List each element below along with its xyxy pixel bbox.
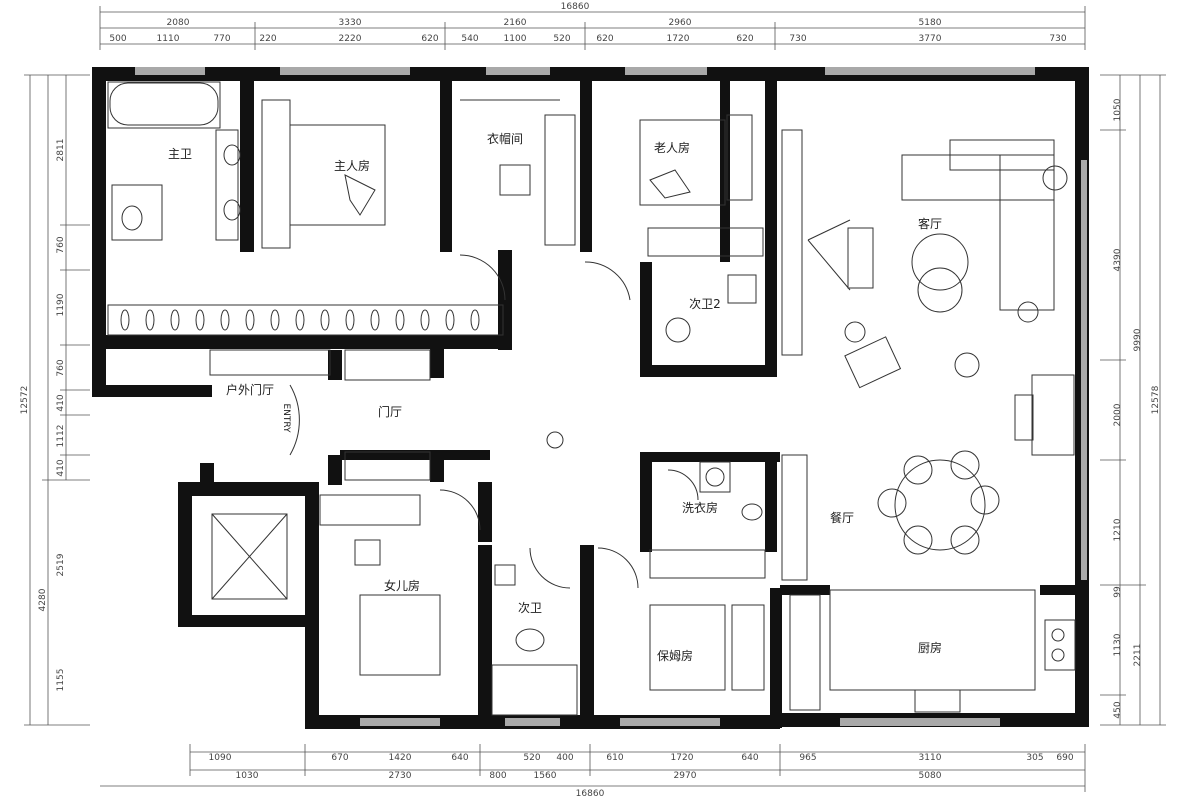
dim-top-r2-2: 1110: [157, 34, 180, 44]
right-dimensions: 1050 4390 2000 1210 99 1130 450 9990 221…: [1100, 74, 1166, 726]
dim-top-r2-9: 520: [553, 34, 570, 44]
dim-top-r2-10: 620: [596, 34, 613, 44]
label-master-bedroom: 主人房: [334, 158, 370, 173]
dim-right-total: 12578: [1151, 385, 1161, 414]
dim-bot-r1-2: 670: [331, 753, 348, 763]
wardrobe-hangers: [120, 309, 480, 331]
dim-top-r2-7: 540: [461, 34, 478, 44]
label-entry: ENTRY: [281, 403, 291, 433]
dim-top-r2-11: 1720: [667, 34, 690, 44]
label-elder-room: 老人房: [654, 140, 690, 155]
dim-top-r2-6: 620: [421, 34, 438, 44]
dim-top-r2-8: 1100: [504, 34, 527, 44]
dim-top-4: 2960: [669, 18, 692, 28]
walls: [92, 67, 1089, 729]
dim-right-inner-2: 4390: [1113, 248, 1123, 271]
dim-bot-r2-1: 1030: [236, 771, 259, 781]
dim-top-r2-14: 3770: [919, 34, 942, 44]
dim-bot-r1-13: 690: [1056, 753, 1073, 763]
dim-top-r2-15: 730: [1049, 34, 1066, 44]
top-dimensions: 16860 2080 3330 2160 2960 5180 500 1110 …: [99, 2, 1086, 50]
label-second-bath-2: 次卫2: [689, 297, 721, 311]
dim-top-r2-13: 730: [789, 34, 806, 44]
dim-bot-r1-9: 640: [741, 753, 758, 763]
label-foyer: 门厅: [378, 404, 402, 419]
dim-right-outer-2: 2211: [1133, 644, 1143, 667]
dim-bot-r1-11: 3110: [919, 753, 942, 763]
dim-bot-r1-3: 1420: [389, 753, 412, 763]
fixtures: [107, 81, 1076, 716]
dim-right-outer-1: 9990: [1133, 328, 1143, 351]
dim-bot-r1-8: 1720: [671, 753, 694, 763]
dim-left-inner-7: 410: [56, 459, 66, 476]
dim-bot-r2-5: 2970: [674, 771, 697, 781]
dim-top-3: 2160: [504, 18, 527, 28]
dim-left-inner-8: 2519: [56, 553, 66, 576]
dim-bot-r2-6: 5080: [919, 771, 942, 781]
dim-bot-r1-12: 305: [1026, 753, 1043, 763]
dim-left-inner-9: 1155: [56, 669, 66, 692]
dim-top-5: 5180: [919, 18, 942, 28]
dim-left-inner-1: 2811: [56, 139, 66, 162]
dim-right-inner-3: 2000: [1113, 403, 1123, 426]
dim-top-total: 16860: [561, 2, 590, 12]
bottom-dimensions: 1090 670 1420 640 520 400 610 1720 640 9…: [100, 744, 1086, 799]
left-dimensions: 12572 4280 2811 760 1190 760 410 1112 41…: [20, 74, 90, 726]
dim-bot-r2-4: 1560: [534, 771, 557, 781]
label-dining: 餐厅: [830, 510, 854, 525]
dim-right-inner-1: 1050: [1113, 98, 1123, 121]
dim-left-inner-2: 760: [56, 236, 66, 253]
dim-bot-r1-6: 400: [556, 753, 573, 763]
windows: [135, 67, 1087, 726]
dim-bot-r2-3: 800: [489, 771, 506, 781]
dim-top-r2-5: 2220: [339, 34, 362, 44]
dim-left-total: 12572: [20, 386, 30, 415]
dim-bot-r1-1: 1090: [209, 753, 232, 763]
dim-bot-total: 16860: [576, 789, 605, 799]
label-master-bath: 主卫: [168, 147, 192, 161]
dim-top-r2-3: 770: [213, 34, 230, 44]
dim-bot-r1-7: 610: [606, 753, 623, 763]
label-daughter-room: 女儿房: [384, 578, 420, 593]
room-labels: 主卫 主人房 衣帽间 老人房 次卫2 客厅 户外门厅 ENTRY 门厅 洗衣房 …: [168, 131, 942, 663]
dim-top-r2-12: 620: [736, 34, 753, 44]
dim-bot-r1-5: 520: [523, 753, 540, 763]
dim-bot-r1-10: 965: [799, 753, 816, 763]
dim-top-r2-1: 500: [109, 34, 126, 44]
dim-top-r2-4: 220: [259, 34, 276, 44]
label-outdoor-foyer: 户外门厅: [226, 382, 274, 397]
dim-left-inner-5: 410: [56, 394, 66, 411]
label-laundry: 洗衣房: [682, 500, 718, 515]
label-kitchen: 厨房: [918, 640, 942, 655]
dim-right-inner-5: 99: [1113, 586, 1123, 598]
dim-left-inner-3: 1190: [56, 293, 66, 316]
label-living-room: 客厅: [918, 216, 942, 231]
label-nanny-room: 保姆房: [657, 648, 693, 663]
dim-right-inner-4: 1210: [1113, 518, 1123, 541]
dim-top-1: 2080: [167, 18, 190, 28]
label-cloakroom: 衣帽间: [487, 131, 523, 146]
dim-bot-r1-4: 640: [451, 753, 468, 763]
dim-left-inner-6: 1112: [56, 425, 66, 448]
label-second-bath: 次卫: [518, 601, 542, 615]
dim-bot-r2-2: 2730: [389, 771, 412, 781]
dim-left-outer-1: 4280: [38, 588, 48, 611]
dim-right-inner-6: 1130: [1113, 633, 1123, 656]
dim-left-inner-4: 760: [56, 359, 66, 376]
dim-right-inner-7: 450: [1113, 701, 1123, 718]
dim-top-2: 3330: [339, 18, 362, 28]
